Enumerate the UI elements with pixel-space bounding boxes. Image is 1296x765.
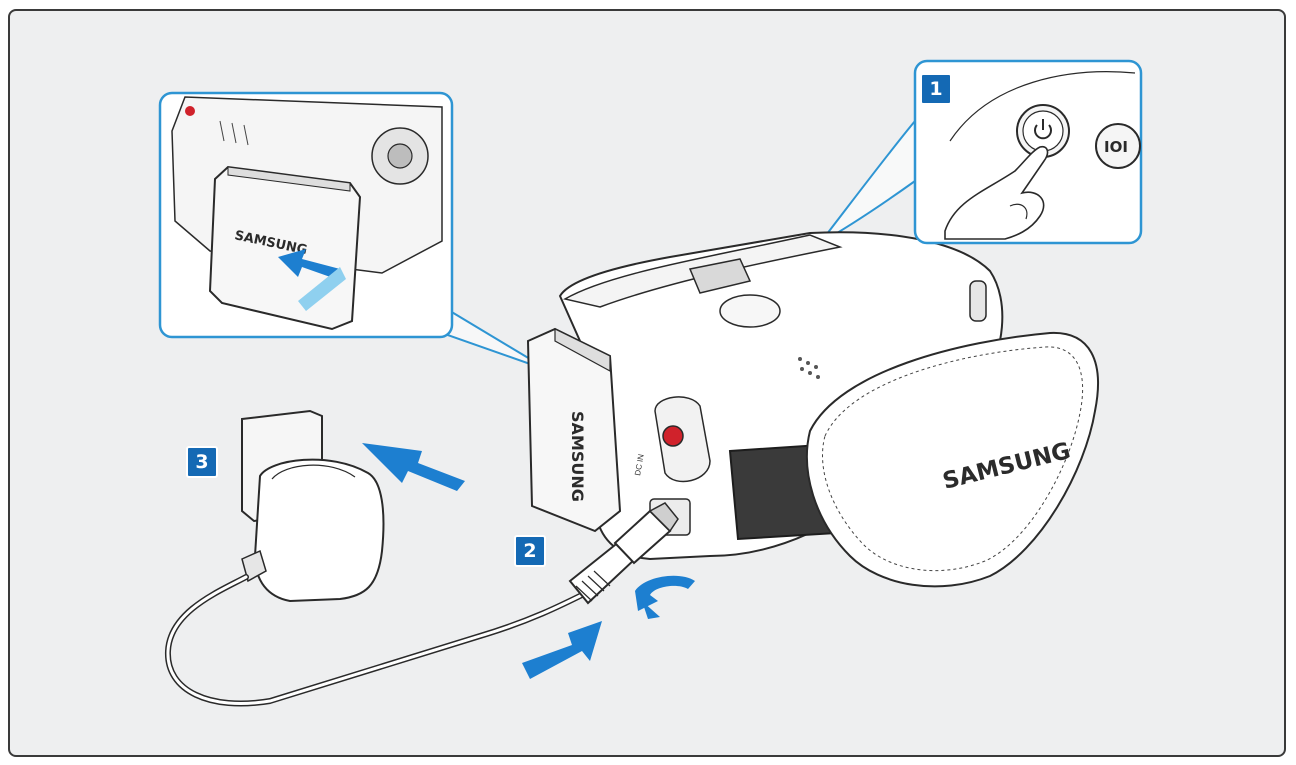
rotate-arrow-icon — [635, 575, 695, 611]
power-callout-wedge — [819, 118, 916, 244]
zoom-lever — [688, 258, 752, 294]
step-badge-2: 2 — [514, 535, 546, 567]
power-inset: IOI — [913, 59, 1143, 245]
pressing-finger — [944, 145, 1049, 240]
power-button — [1016, 104, 1070, 158]
mode-button-label: IOI — [1104, 138, 1128, 156]
power-icon — [1034, 119, 1052, 140]
adapter-strain-relief — [241, 549, 267, 583]
hand-strap: SAMSUNG — [728, 331, 1099, 588]
step-badge-3: 3 — [186, 446, 218, 478]
mode-button: IOI — [1095, 123, 1141, 169]
dc-in-label: DC IN — [633, 453, 646, 476]
ac-adapter — [241, 409, 385, 603]
lcd-hinge — [969, 280, 987, 322]
camcorder-battery: SAMSUNG — [526, 327, 622, 533]
insert-plug-arrow-icon — [522, 621, 602, 679]
power-cable — [164, 574, 593, 707]
mode-dial — [719, 294, 781, 328]
adapter-plug-body — [253, 458, 385, 603]
plug-in-arrow-icon — [362, 443, 465, 491]
record-button — [662, 425, 684, 447]
battery-brand-label: SAMSUNG — [568, 411, 587, 502]
step-badge-1: 1 — [920, 73, 952, 105]
diagram-frame: DC IN SAMSUNG SAMSUNG — [8, 9, 1286, 757]
battery-inset: SAMSUNG — [158, 91, 454, 339]
battery-inset-battery: SAMSUNG — [208, 165, 362, 331]
speaker-grille — [798, 357, 820, 379]
dc-plug — [568, 502, 679, 605]
camcorder-charging-illustration: DC IN SAMSUNG SAMSUNG — [158, 59, 1143, 707]
battery-insert-arrow-icon — [278, 249, 340, 279]
strap-pad — [806, 331, 1099, 588]
